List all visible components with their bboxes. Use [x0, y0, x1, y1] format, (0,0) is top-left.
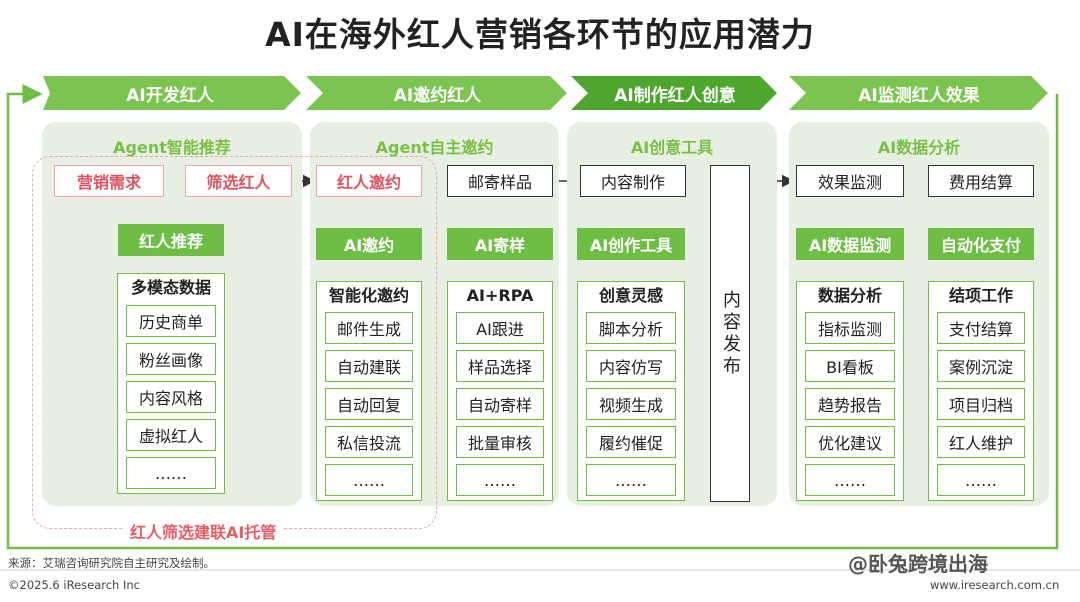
list-item: 支付结算	[937, 312, 1025, 344]
list-item: ……	[325, 464, 413, 496]
list-item: 脚本分析	[586, 312, 676, 344]
stage-2-label: AI邀约红人	[393, 85, 482, 106]
green-label-ai-sample: AI寄样	[447, 228, 553, 260]
green-label-recommend: 红人推荐	[118, 224, 224, 256]
list-item: 内容风格	[126, 381, 216, 413]
list-item: 虚拟红人	[126, 419, 216, 451]
stage-1-label: AI开发红人	[126, 85, 214, 106]
list-item: 内容仿写	[586, 350, 676, 382]
list-item: BI看板	[805, 350, 895, 382]
list-item: ……	[937, 464, 1025, 496]
list-item: 粉丝画像	[126, 343, 216, 375]
node-fee-settlement: 费用结算	[928, 165, 1034, 197]
watermark: @卧兔跨境出海	[848, 552, 988, 576]
node-marketing-demand: 营销需求	[54, 165, 164, 197]
copyright: ©2025.6 iResearch Inc	[8, 578, 140, 592]
list-item: ……	[586, 464, 676, 496]
list-item: 视频生成	[586, 388, 676, 420]
column-smart-invite: 智能化邀约 邮件生成 自动建联 自动回复 私信投流 ……	[316, 281, 422, 501]
list-item: 私信投流	[325, 426, 413, 458]
green-label-ai-monitor: AI数据监测	[796, 228, 904, 260]
green-label-ai-invite: AI邀约	[316, 228, 422, 260]
panel-title-3: AI创意工具	[630, 138, 714, 157]
list-item: 履约催促	[586, 426, 676, 458]
list-item: ……	[456, 464, 544, 496]
node-filter-influencer: 筛选红人	[185, 165, 292, 197]
list-item: 红人维护	[937, 426, 1025, 458]
column-head: 数据分析	[817, 286, 882, 305]
node-content-production: 内容制作	[580, 165, 686, 197]
list-item: ……	[126, 457, 216, 489]
column-head: 智能化邀约	[328, 286, 409, 305]
list-item: 邮件生成	[325, 312, 413, 344]
green-label-ai-creation: AI创作工具	[577, 228, 685, 260]
list-item: 自动回复	[325, 388, 413, 420]
list-item: 批量审核	[456, 426, 544, 458]
list-item: AI跟进	[456, 312, 544, 344]
list-item: 趋势报告	[805, 388, 895, 420]
stage-3-label: AI制作红人创意	[614, 85, 736, 106]
content-publish-box: 内容发布	[710, 165, 750, 502]
stage-4-label: AI监测红人效果	[858, 85, 980, 106]
list-item: 自动寄样	[456, 388, 544, 420]
panel-title-2: Agent自主邀约	[375, 138, 494, 157]
source-note: 来源：艾瑞咨询研究院自主研究及绘制。	[8, 556, 215, 570]
column-head: 多模态数据	[130, 278, 211, 297]
node-influencer-invite: 红人邀约	[316, 165, 422, 197]
list-item: 样品选择	[456, 350, 544, 382]
node-effect-monitor: 效果监测	[796, 165, 904, 197]
list-item: 自动建联	[325, 350, 413, 382]
page-title: AI在海外红人营销各环节的应用潜力	[265, 15, 815, 54]
panel-title-1: Agent智能推荐	[113, 138, 231, 157]
column-multimodal: 多模态数据 历史商单 粉丝画像 内容风格 虚拟红人 ……	[117, 273, 225, 494]
column-head: 结项工作	[948, 286, 1013, 305]
list-item: 历史商单	[126, 305, 216, 337]
column-creative-inspiration: 创意灵感 脚本分析 内容仿写 视频生成 履约催促 ……	[577, 281, 685, 501]
dashed-region-label: 红人筛选建联AI托管	[124, 519, 283, 543]
outer-loop-line	[6, 84, 1059, 550]
column-head: 创意灵感	[598, 286, 663, 305]
column-head: AI+RPA	[466, 286, 534, 305]
list-item: 指标监测	[805, 312, 895, 344]
column-data-analysis: 数据分析 指标监测 BI看板 趋势报告 优化建议 ……	[796, 281, 904, 501]
column-ai-rpa: AI+RPA AI跟进 样品选择 自动寄样 批量审核 ……	[447, 281, 553, 501]
list-item: 优化建议	[805, 426, 895, 458]
panel-title-4: AI数据分析	[877, 138, 961, 157]
site-url: www.iresearch.com.cn	[930, 578, 1060, 592]
list-item: 案例沉淀	[937, 350, 1025, 382]
column-closing-work: 结项工作 支付结算 案例沉淀 项目归档 红人维护 ……	[928, 281, 1034, 501]
list-item: 项目归档	[937, 388, 1025, 420]
list-item: ……	[805, 464, 895, 496]
node-mail-samples: 邮寄样品	[447, 165, 553, 197]
green-label-auto-pay: 自动化支付	[928, 228, 1034, 260]
